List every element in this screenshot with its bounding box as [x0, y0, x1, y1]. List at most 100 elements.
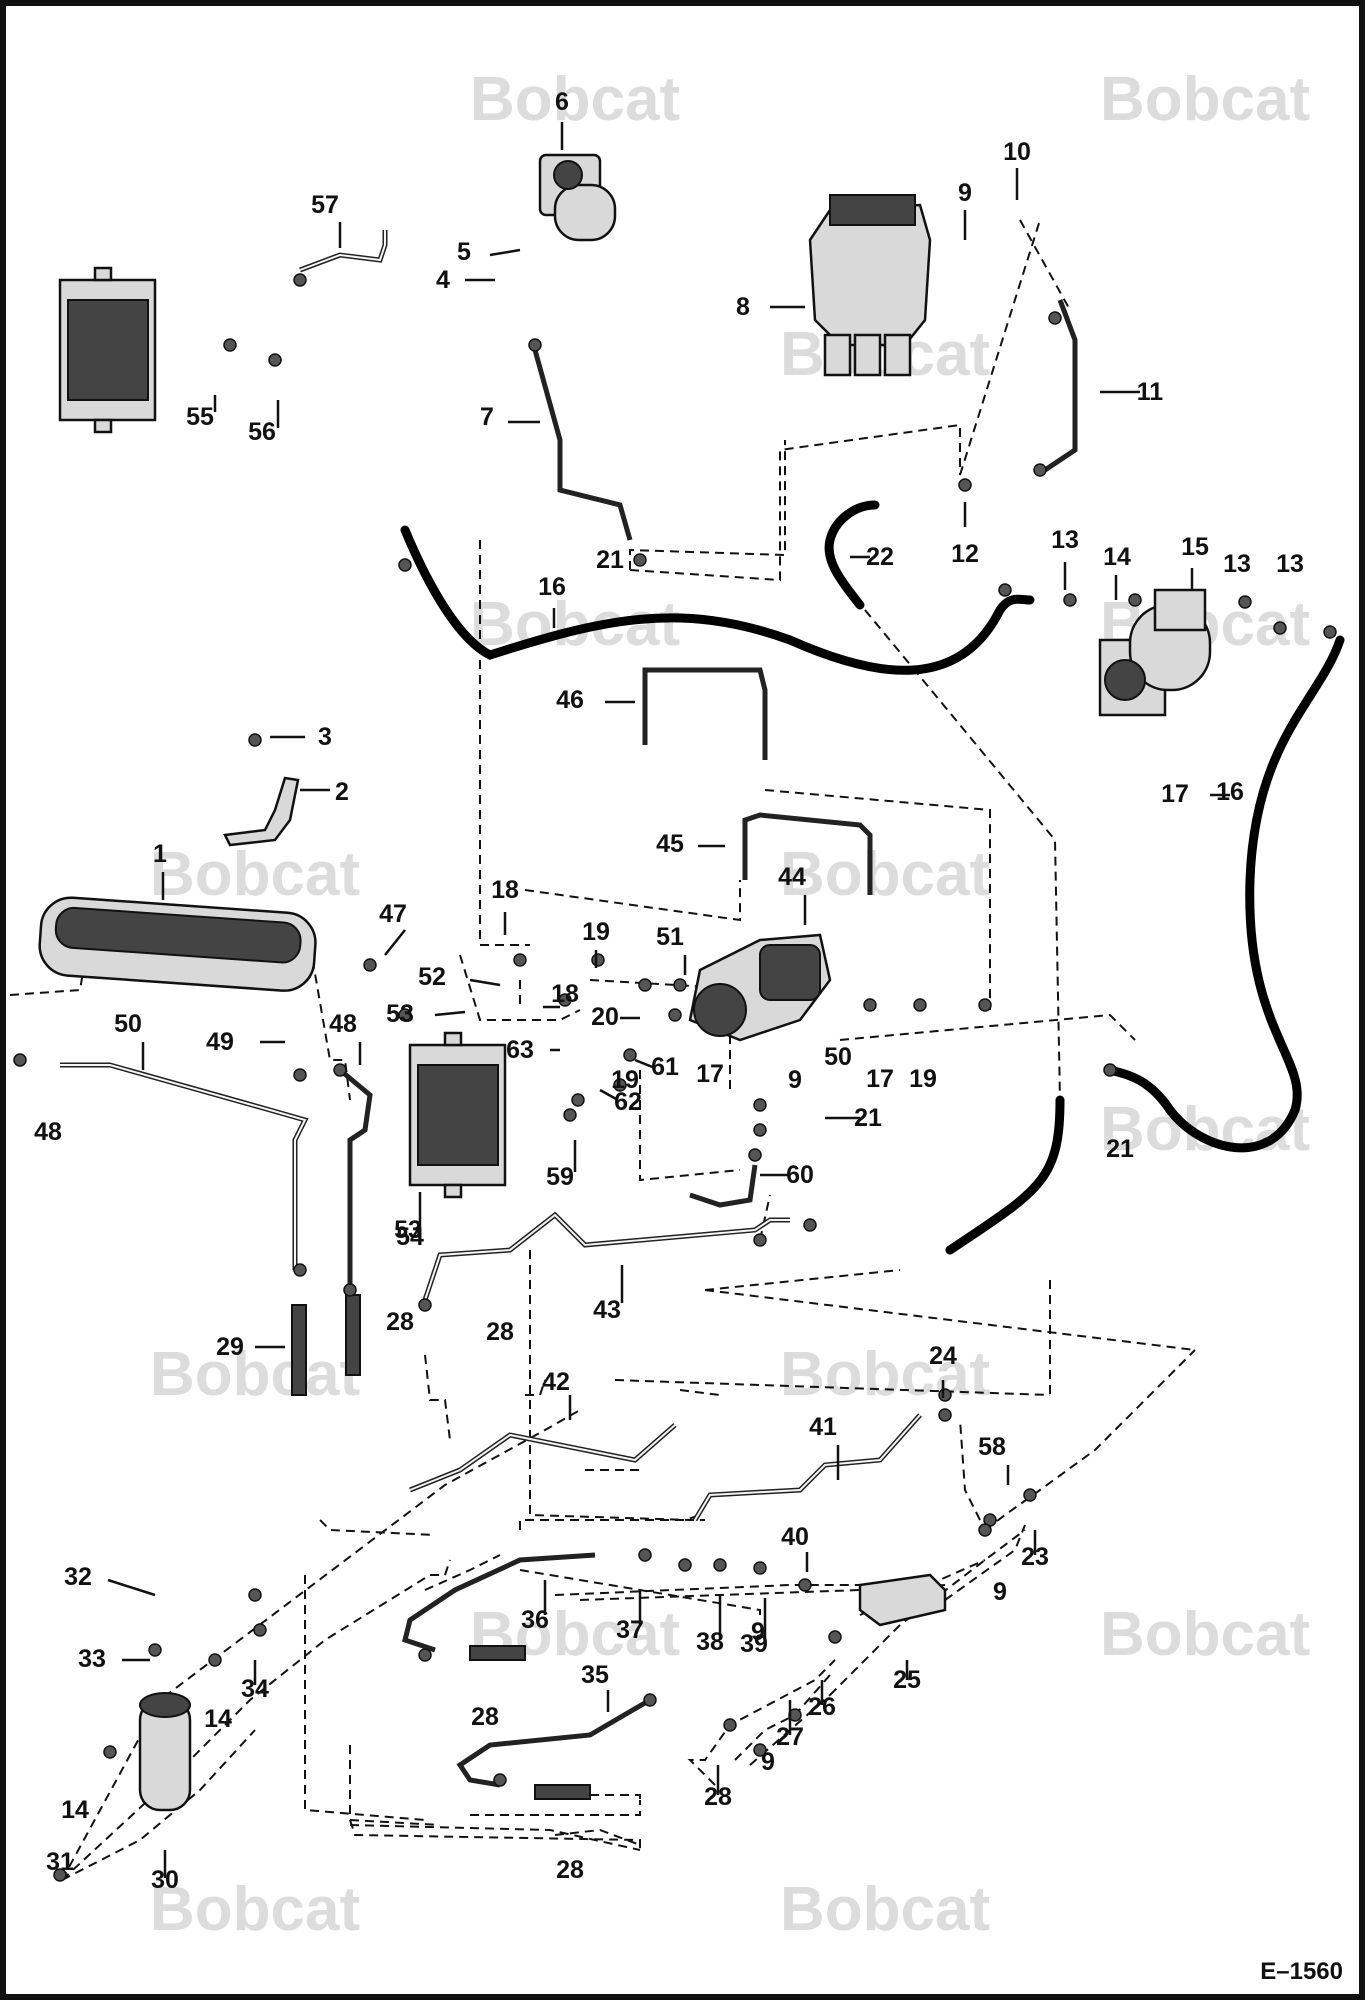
- fitting: [678, 1558, 692, 1572]
- fitting: [268, 353, 282, 367]
- fitting: [1273, 621, 1287, 635]
- callout-number: 9: [761, 1748, 775, 1776]
- callout-number: 28: [486, 1318, 514, 1346]
- callout-number: 22: [866, 543, 894, 571]
- hose-21-lower: [945, 1095, 1065, 1255]
- callout-number: 30: [151, 1866, 179, 1894]
- tube-40: [692, 1413, 922, 1522]
- watermark: Bobcat: [780, 1875, 990, 1944]
- callout-number: 24: [929, 1342, 957, 1370]
- callout-number: 21: [1106, 1135, 1134, 1163]
- callout-number: 17: [696, 1060, 724, 1088]
- callout-number: 45: [656, 830, 684, 858]
- tube-56: [299, 230, 388, 273]
- callout-number: 11: [1137, 378, 1164, 406]
- components: [38, 153, 1212, 1812]
- callout-number: 28: [471, 1703, 499, 1731]
- callout-leader: [384, 929, 406, 956]
- fitting: [333, 1063, 347, 1077]
- callout-number: 28: [704, 1783, 732, 1811]
- fitting: [53, 1868, 67, 1882]
- fitting: [248, 733, 262, 747]
- fitting: [398, 558, 412, 572]
- valve-block: [858, 1573, 947, 1627]
- watermark: Bobcat: [780, 1340, 990, 1409]
- hose-21-upper: [824, 500, 880, 610]
- callout-number: 28: [556, 1856, 584, 1884]
- callout-number: 21: [596, 546, 624, 574]
- filter: [138, 1692, 192, 1812]
- fitting: [591, 953, 605, 967]
- hose-16-upper: [400, 525, 1035, 675]
- tube-7: [532, 349, 633, 541]
- fitting: [293, 1068, 307, 1082]
- hose-fitting-28a: [291, 1304, 307, 1396]
- callout-number: 19: [611, 1066, 639, 1094]
- callout-number: 46: [556, 686, 584, 714]
- fitting: [558, 993, 572, 1007]
- callout-number: 52: [418, 963, 446, 991]
- callout-number: 41: [809, 1413, 837, 1441]
- callout-number: 59: [546, 1163, 574, 1191]
- callout-number: 9: [993, 1578, 1007, 1606]
- callout-number: 53: [394, 1216, 422, 1244]
- callout-number: 26: [808, 1693, 836, 1721]
- watermark: Bobcat: [150, 1875, 360, 1944]
- callout-number: 17: [866, 1065, 894, 1093]
- hydraulic-pump: [688, 933, 832, 1042]
- fitting: [528, 338, 542, 352]
- fitting: [1063, 593, 1077, 607]
- callout-number: 9: [958, 179, 972, 207]
- fitting: [638, 1548, 652, 1562]
- callout-number: 35: [581, 1661, 609, 1689]
- fitting: [223, 338, 237, 352]
- callout-leader: [634, 1058, 656, 1070]
- fitting: [673, 978, 687, 992]
- hoses: [400, 500, 1345, 1255]
- fitting: [913, 998, 927, 1012]
- callout-number: 9: [788, 1066, 802, 1094]
- callout-leader: [434, 1010, 466, 1017]
- callout-number: 10: [1003, 138, 1031, 166]
- callout-number: 2: [335, 778, 349, 806]
- callout-number: 6: [555, 88, 569, 116]
- callout-number: 43: [593, 1296, 621, 1324]
- callout-number: 8: [736, 293, 750, 321]
- tubes: [60, 230, 1078, 1788]
- callout-number: 48: [34, 1118, 62, 1146]
- leader-lines: [107, 122, 1230, 1878]
- callout-number: 40: [781, 1523, 809, 1551]
- fitting: [713, 1558, 727, 1572]
- callout-number: 16: [538, 573, 566, 601]
- callout-number: 18: [491, 876, 519, 904]
- callout-leader: [469, 978, 501, 987]
- fitting: [623, 1048, 637, 1062]
- callout-leader: [599, 1088, 619, 1102]
- callout-number: 38: [696, 1628, 724, 1656]
- callout-number: 36: [521, 1606, 549, 1634]
- fitting: [1033, 463, 1047, 477]
- fitting: [863, 998, 877, 1012]
- fitting: [343, 1283, 357, 1297]
- fitting: [398, 1008, 412, 1022]
- callout-number: 13: [1276, 550, 1304, 578]
- fitting: [103, 1745, 117, 1759]
- tube-45: [642, 667, 768, 760]
- oil-cooler-main: [38, 896, 317, 992]
- fitting: [633, 553, 647, 567]
- fitting: [493, 1773, 507, 1787]
- callout-number: 7: [480, 403, 494, 431]
- fitting: [668, 1008, 682, 1022]
- tube-34: [456, 1697, 652, 1788]
- fitting: [753, 1098, 767, 1112]
- fitting: [828, 1630, 842, 1644]
- callout-number: 33: [78, 1645, 106, 1673]
- fitting: [571, 1093, 585, 1107]
- watermark: Bobcat: [150, 1340, 360, 1409]
- fitting: [1128, 593, 1142, 607]
- fitting: [753, 1561, 767, 1575]
